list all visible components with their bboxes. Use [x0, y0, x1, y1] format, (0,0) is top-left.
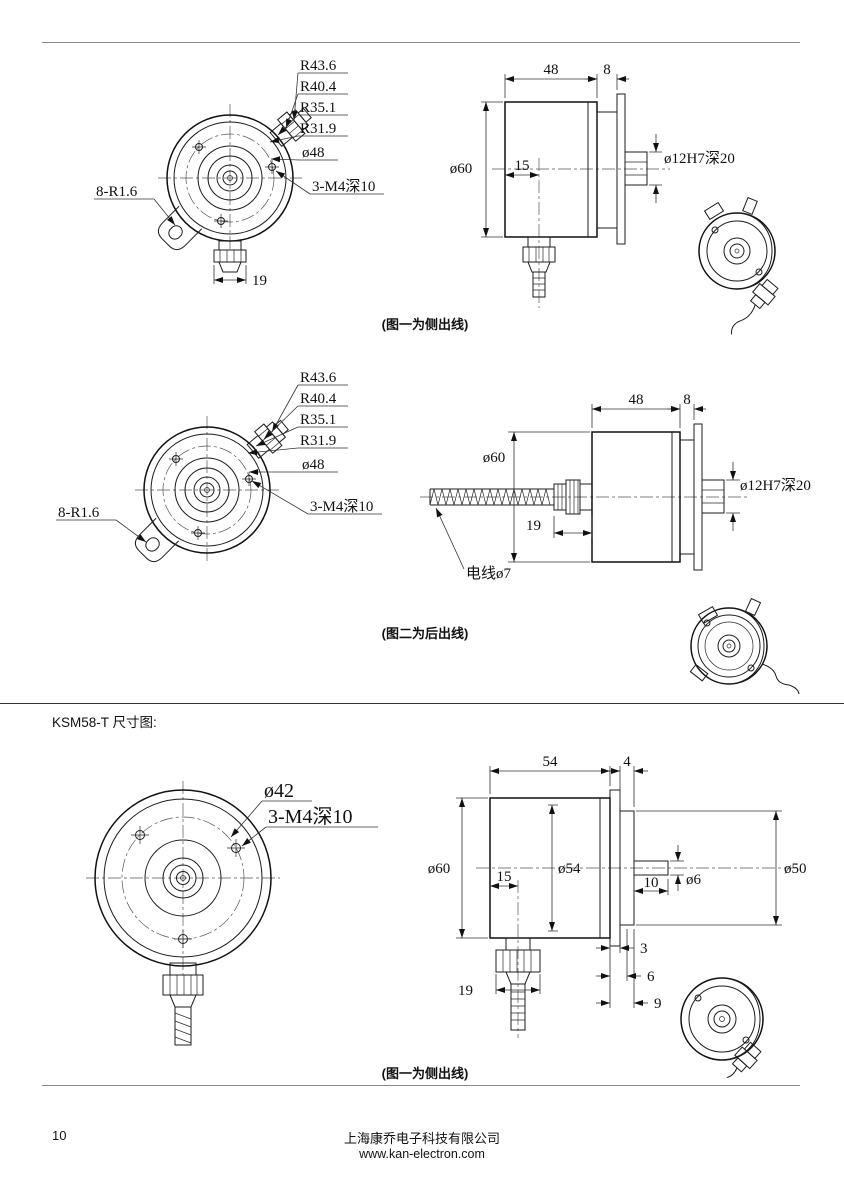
fig2-label-r43: R43.6 [300, 370, 337, 386]
fig2-label-r35: R35.1 [300, 412, 336, 428]
fig2-dim-48: 48 [629, 392, 644, 408]
fig3-dim-gland-width: 19 [458, 974, 541, 999]
fig3-dim-pilot-dia: ø54 [548, 804, 581, 932]
fig3-dim-4: 4 [623, 754, 631, 770]
fig3-label-tapped-holes: 3-M4深10 [268, 805, 352, 828]
fig1-label-r31: R31.9 [300, 121, 336, 137]
fig3-dim-6: 6 [647, 969, 655, 985]
fig1-side-gland [522, 236, 556, 298]
fig1-dim-15: 15 [515, 158, 530, 174]
fig3-dim-gland-offset: 15 [490, 869, 518, 889]
fig1-dim-body-length: 48 [504, 62, 598, 98]
fig2-label-bolt-circle: ø48 [302, 457, 325, 473]
fig3-dim-d60: ø60 [428, 861, 451, 877]
fig3-dim-shaft-dia: ø6 [670, 845, 702, 891]
fig1-dim-8: 8 [603, 62, 611, 78]
fig2-cable-callout: 电线ø7 [435, 507, 512, 582]
fig1-dim-48: 48 [544, 62, 559, 78]
fig3-dim-3: 3 [640, 941, 648, 957]
fig3-dim-rear-dia: ø50 [636, 810, 807, 926]
fig3-dim-19: 19 [458, 983, 473, 999]
top-rule [42, 42, 800, 43]
fig1-label-r43: R43.6 [300, 58, 337, 74]
fig3-front-view: ø42 3-M4深10 [86, 780, 378, 1046]
fig1-dim-bore: ø12H7深20 [664, 150, 735, 167]
fig1-caption: (图一为侧出线) [381, 317, 469, 332]
fig1-3d-view [698, 196, 779, 335]
fig2-caption: (图二为后出线) [381, 626, 469, 641]
fig1-label-tapped-holes: 3-M4深10 [312, 178, 375, 195]
fig1-radius-callouts: R43.6 R40.4 R35.1 R31.9 ø48 3-M4深10 8-R1… [94, 58, 384, 226]
fig1-dim-19: 19 [252, 273, 267, 289]
fig1-dim-d60: ø60 [450, 161, 473, 177]
fig2-dim-19: 19 [526, 518, 541, 534]
fig3-front-gland [162, 962, 204, 1046]
fig2-dim-shaft-bore: ø12H7深20 [726, 462, 811, 531]
fig3-label-bolt-circle: ø42 [264, 780, 294, 802]
fig1-dim-flange: 8 [585, 62, 629, 90]
fig3-m4-hole-marks [131, 826, 245, 948]
fig3-dim-clamp: 4 [606, 754, 648, 807]
fig3-dim-offsets: 3 6 9 [596, 929, 662, 1012]
page-number: 10 [52, 1128, 67, 1143]
fig2-label-tapped-holes: 3-M4深10 [310, 498, 373, 515]
fig1-side-view: 48 8 ø60 15 ø12H7深20 [450, 62, 735, 308]
fig3-dim-54: 54 [543, 754, 559, 770]
fig2-dim-bore: ø12H7深20 [740, 477, 811, 494]
fig2-3d-view [689, 597, 800, 695]
fig1-m4-hole-marks [192, 140, 279, 228]
fig3-3d-gland [726, 1041, 762, 1079]
fig3-dim-body-dia: ø60 [428, 797, 488, 939]
fig3-dim-d6: ø6 [686, 872, 702, 888]
fig2-cable-gland-angled [246, 419, 289, 460]
fig3-dim-body-length: 54 [489, 754, 611, 794]
footer-website: www.kan-electron.com [359, 1147, 485, 1161]
fig2-mounting-ear [134, 517, 180, 563]
fig2-label-fillet: 8-R1.6 [58, 505, 100, 521]
fig1-label-r40: R40.4 [300, 79, 337, 95]
fig3-dim-d50: ø50 [784, 861, 807, 877]
bottom-rule [42, 1085, 800, 1086]
fig2-label-cable: 电线ø7 [466, 565, 512, 582]
fig2-label-r40: R40.4 [300, 391, 337, 407]
fig1-3d-gland [731, 278, 779, 335]
fig2-radius-callouts: R43.6 R40.4 R35.1 R31.9 ø48 3-M4深10 8-R1… [56, 370, 382, 543]
fig1-dim-gland-offset: 15 [505, 158, 539, 178]
fig2-dim-8: 8 [683, 392, 691, 408]
fig2-front-view: R43.6 R40.4 R35.1 R31.9 ø48 3-M4深10 8-R1… [56, 370, 382, 564]
fig2-dim-body-length: 48 [591, 392, 681, 428]
fig3-front-callouts: ø42 3-M4深10 [230, 780, 378, 847]
fig1-dim-shaft-bore: ø12H7深20 [649, 134, 735, 203]
fig3-dim-15: 15 [497, 869, 512, 885]
fig3-caption: (图一为侧出线) [381, 1066, 469, 1081]
fig1-mounting-ear [157, 205, 203, 251]
fig3-dim-9: 9 [654, 996, 662, 1012]
fig1-cable-gland-bottom [213, 240, 247, 273]
fig3-dim-10: 10 [644, 875, 659, 891]
fig1-dim-gland-width: 19 [213, 265, 267, 289]
fig3-dim-shaft-length: 10 [633, 875, 669, 895]
fig1-front-view: 19 R43.6 R40.4 R35.1 R31.9 ø48 3-M4深10 8… [94, 58, 384, 289]
fig1-dim-body-dia: ø60 [450, 101, 503, 238]
fig2-side-gland [553, 479, 593, 515]
fig3-3d-view [680, 977, 764, 1079]
fig2-dim-d60: ø60 [483, 450, 506, 466]
section-divider [0, 703, 844, 704]
section-heading: KSM58-T 尺寸图: [52, 715, 157, 730]
fig1-label-bolt-circle: ø48 [302, 145, 325, 161]
fig2-dim-gland-length: 19 [526, 516, 593, 538]
fig2-flex-cable [429, 488, 554, 506]
fig3-side-gland [495, 937, 541, 1031]
fig1-label-r35: R35.1 [300, 100, 336, 116]
fig1-label-fillet: 8-R1.6 [96, 184, 138, 200]
footer-company: 上海康乔电子科技有限公司 [343, 1131, 500, 1146]
fig2-dim-body-dia: ø60 [483, 431, 590, 563]
fig2-side-view: 48 8 ø60 19 ø12H7深20 [420, 392, 811, 582]
fig2-label-r31: R31.9 [300, 433, 336, 449]
fig2-dim-flange: 8 [668, 392, 706, 420]
fig3-side-view: 54 4 ø60 ø54 15 [428, 754, 807, 1038]
fig3-dim-d54: ø54 [558, 861, 581, 877]
